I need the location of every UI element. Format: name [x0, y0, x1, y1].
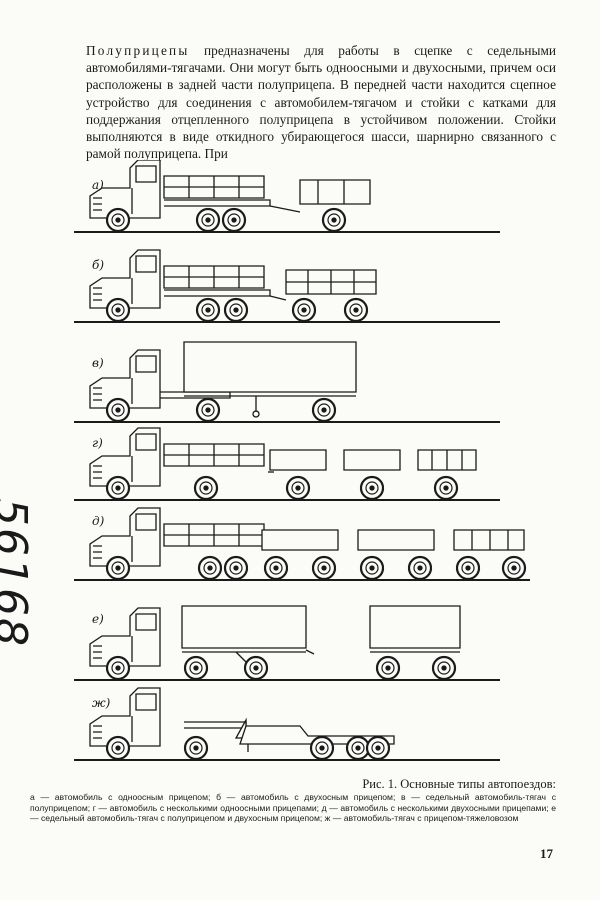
label-f: е)	[92, 612, 104, 626]
train-e	[74, 508, 530, 581]
label-a: а)	[92, 178, 104, 192]
body-text: предназначены для работы в сцепке с седе…	[86, 43, 556, 162]
train-c	[74, 341, 500, 423]
train-f	[74, 605, 500, 681]
train-d	[74, 428, 500, 501]
train-b	[74, 250, 500, 323]
label-g: ж)	[92, 696, 111, 710]
body-paragraph: Полуприцепы предназначены для работы в с…	[86, 42, 556, 162]
lead-term: Полуприцепы	[86, 43, 190, 58]
page-number: 17	[540, 846, 553, 861]
label-e: д)	[92, 514, 105, 528]
train-a	[74, 160, 500, 233]
handwritten-margin-note: 56168	[0, 498, 36, 648]
figure-caption: а — автомобиль с одноосным прицепом; б —…	[30, 792, 556, 824]
label-b: б)	[92, 258, 105, 272]
figure-title: Рис. 1. Основные типы автопоездов:	[362, 777, 556, 791]
road-train-illustrations	[74, 160, 530, 761]
label-d: г)	[92, 436, 103, 450]
train-g	[74, 688, 500, 761]
label-c: в)	[92, 356, 104, 370]
figure-road-trains: а) б) в) г) д) е) ж)	[60, 160, 580, 770]
